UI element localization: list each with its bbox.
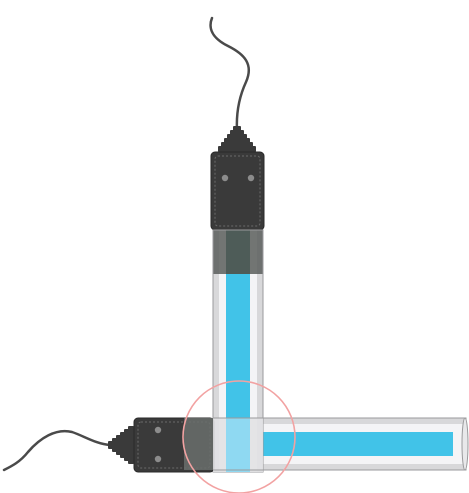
screw-icon bbox=[154, 455, 162, 463]
vertical-lamp-cable-boot bbox=[218, 126, 256, 152]
highlight-circle bbox=[182, 380, 296, 493]
screw-icon bbox=[247, 174, 255, 182]
vertical-lamp-cable bbox=[209, 16, 251, 132]
tube-overlap-junction bbox=[213, 417, 263, 472]
horizontal-lamp-cable-boot bbox=[108, 426, 134, 464]
screw-icon bbox=[221, 174, 229, 182]
horizontal-lamp-led-strip bbox=[263, 432, 453, 456]
horizontal-lamp-end-cap-stitch bbox=[137, 421, 211, 469]
horizontal-lamp-cable bbox=[2, 429, 112, 472]
screw-icon bbox=[154, 426, 162, 434]
vertical-lamp-end-cap bbox=[210, 151, 265, 231]
vertical-lamp-strip-shadow bbox=[226, 230, 250, 274]
horizontal-lamp bbox=[2, 417, 469, 473]
vertical-lamp bbox=[209, 16, 265, 473]
horizontal-lamp-tube-end bbox=[461, 417, 469, 471]
